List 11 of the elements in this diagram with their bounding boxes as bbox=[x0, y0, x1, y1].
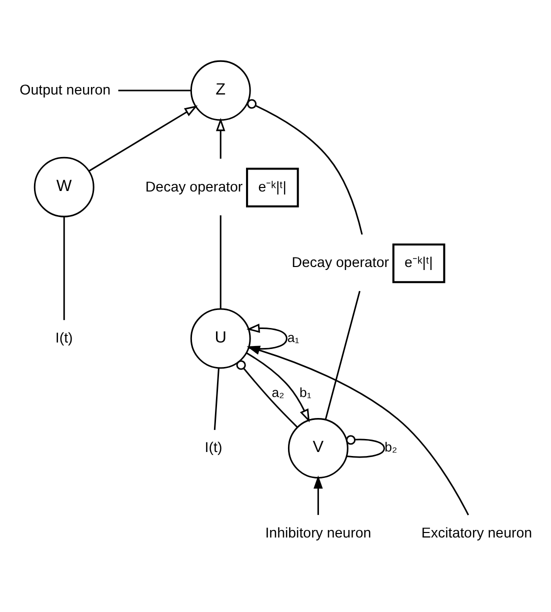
edge-label: b₂ bbox=[384, 439, 398, 454]
edge-label: b₁ bbox=[300, 384, 312, 400]
node-text: Excitatory neuron bbox=[421, 524, 532, 541]
node-text: Output neuron bbox=[20, 82, 111, 98]
node-label: Decay operator bbox=[292, 254, 389, 271]
node-text: Inhibitory neuron bbox=[265, 524, 372, 541]
node-label: Decay operator bbox=[145, 178, 243, 195]
node-text: I(t) bbox=[204, 440, 222, 456]
node-text: I(t) bbox=[55, 330, 73, 346]
edge-label: a₂ bbox=[272, 384, 284, 400]
edge-label: a₁ bbox=[287, 329, 300, 344]
